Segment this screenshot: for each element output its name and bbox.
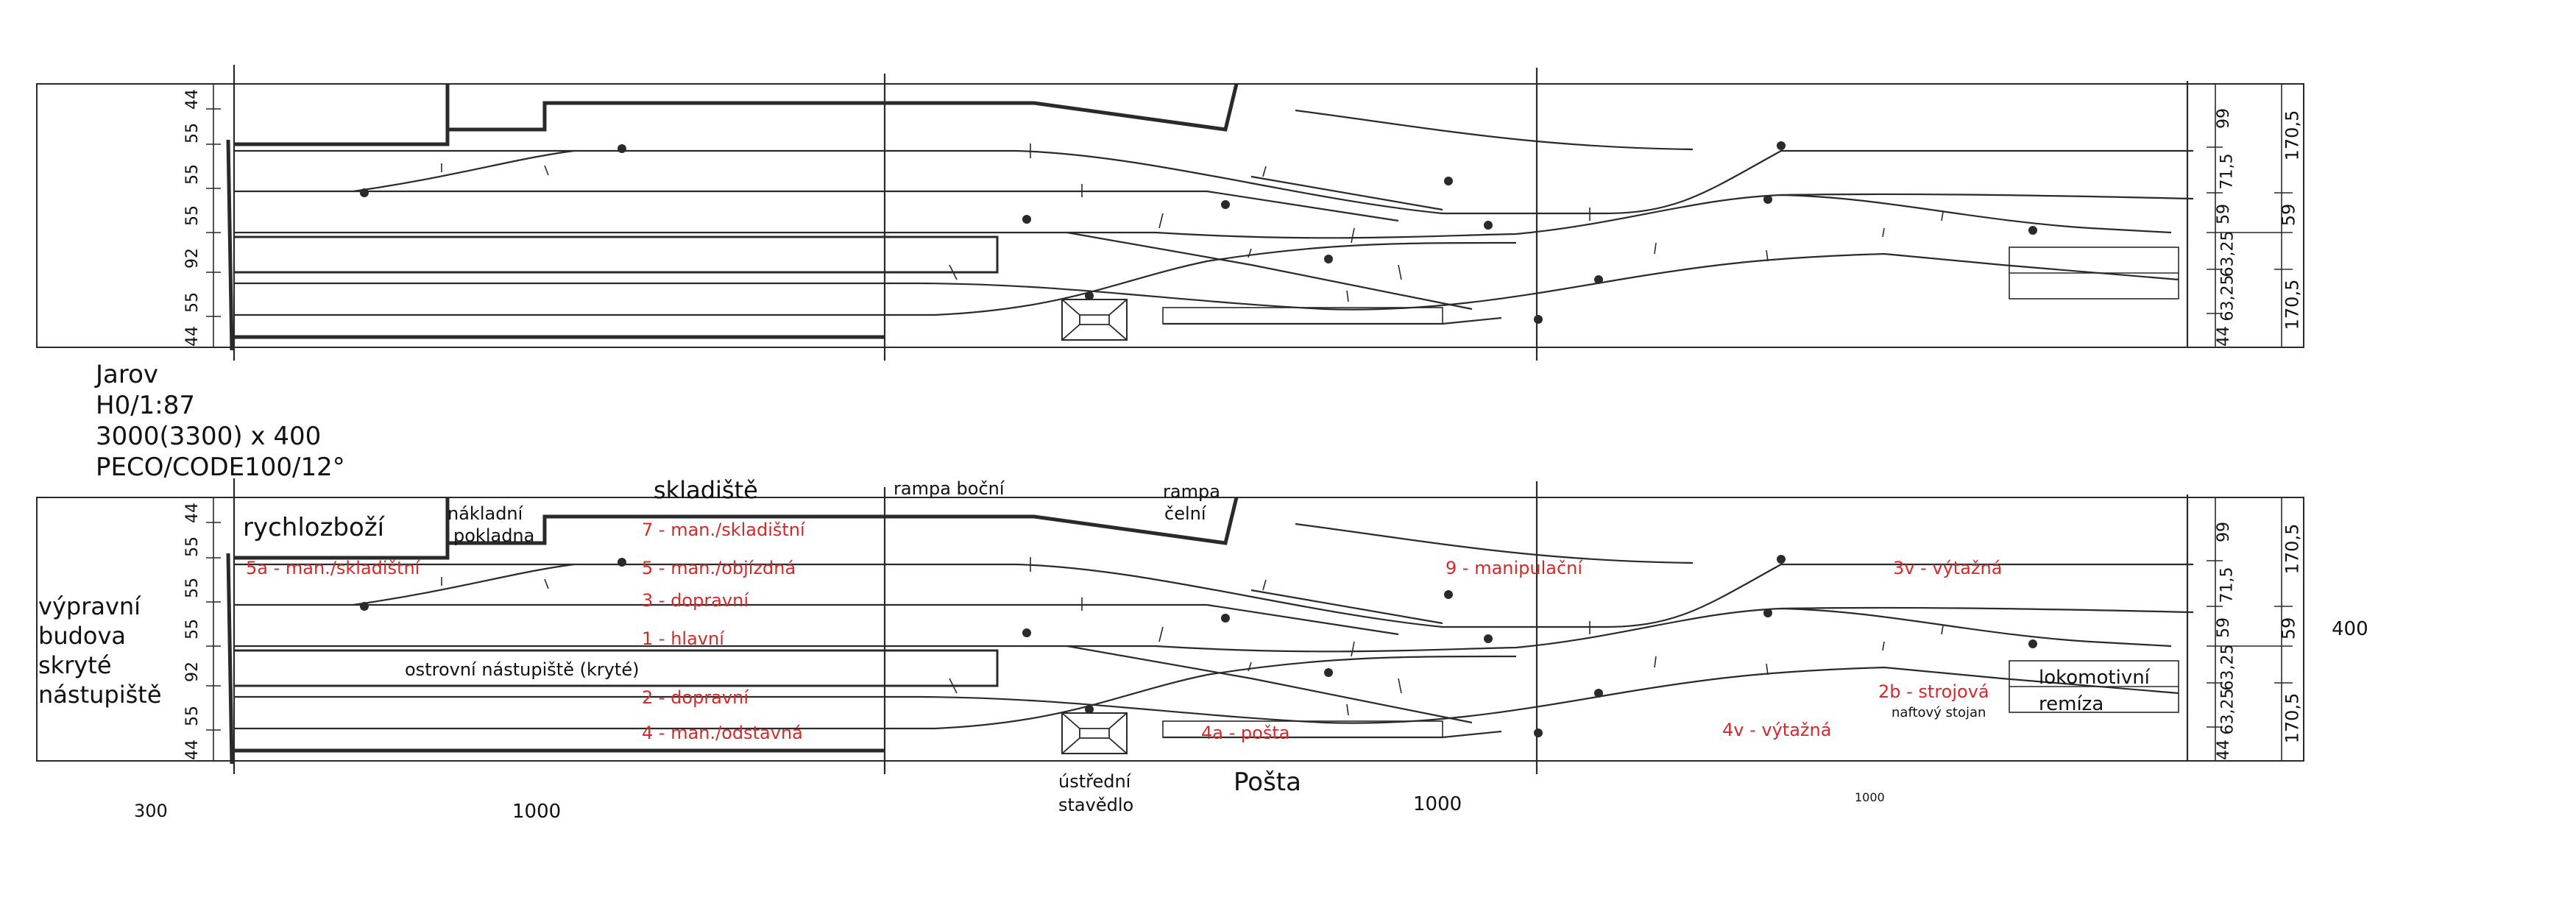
- track-label-3v: 3v - výtažná: [1893, 558, 2003, 578]
- dim-right-2-b: 71,5: [2218, 567, 2237, 603]
- end-ramp-line-1: rampa: [1163, 481, 1220, 502]
- plan-track-system: PECO/CODE100/12°: [96, 453, 345, 482]
- dim-right-3: 59: [2215, 204, 2233, 224]
- track-label-4: 4 - man./odstavná: [642, 723, 803, 743]
- fuel-stand-label: naftový stojan: [1892, 705, 1986, 720]
- plan-size: 3000(3300) x 400: [96, 422, 322, 451]
- dim-left-3-b: 55: [183, 578, 202, 598]
- dim-right-4: 63,25: [2218, 230, 2237, 277]
- dim-right-total-1-b: 170,5: [2282, 523, 2303, 575]
- dim-left-3: 55: [183, 164, 202, 185]
- track-label-7: 7 - man./skladištní: [642, 520, 805, 540]
- post-office-label: Pošta: [1234, 768, 1301, 797]
- signal-box-line-1: ústřední: [1058, 771, 1131, 792]
- dim-right-1-b: 99: [2215, 522, 2233, 542]
- board-width: 400: [2332, 618, 2368, 640]
- express-goods-label: rychlozboží: [243, 513, 385, 542]
- dim-right-6: 44: [2215, 326, 2233, 347]
- length-1000-c: 1000: [1855, 790, 1885, 804]
- station-building-line-4: nástupiště: [38, 681, 162, 709]
- warehouse-label: skladiště: [654, 476, 758, 504]
- dim-left-1-b: 44: [183, 503, 202, 523]
- dim-left-6-b: 55: [183, 706, 202, 726]
- dim-right-1: 99: [2215, 108, 2233, 129]
- dim-left-1: 44: [183, 89, 202, 110]
- dim-right-total-2-b: 59: [2278, 617, 2299, 640]
- dim-right-4-b: 63,25: [2218, 644, 2237, 691]
- dim-left-6: 55: [183, 292, 202, 313]
- island-platform-label: ostrovní nástupiště (kryté): [405, 659, 640, 680]
- end-ramp-line-2: čelní: [1164, 503, 1206, 524]
- dim-right-total-3-b: 170,5: [2282, 692, 2303, 744]
- plan-name: Jarov: [96, 360, 159, 389]
- dim-right-total-1: 170,5: [2282, 110, 2303, 161]
- track-label-3: 3 - dopravní: [642, 590, 749, 611]
- length-300: 300: [134, 801, 168, 821]
- dim-right-3-b: 59: [2215, 617, 2233, 638]
- track-label-5: 5 - man./objízdná: [642, 558, 796, 578]
- dim-left-2-b: 55: [183, 536, 202, 557]
- dim-left-5-b: 92: [183, 662, 202, 682]
- track-label-5a: 5a - man./skladištní: [246, 558, 420, 578]
- dim-right-total-3: 170,5: [2282, 279, 2303, 330]
- plan-scale: H0/1:87: [96, 391, 196, 420]
- track-label-1: 1 - hlavní: [642, 628, 724, 649]
- track-label-2b: 2b - strojová: [1878, 681, 1989, 702]
- dim-right-5-b: 63,25: [2218, 688, 2237, 735]
- dim-right-total-2: 59: [2278, 203, 2299, 227]
- dim-left-7: 44: [183, 326, 202, 347]
- track-label-9: 9 - manipulační: [1446, 558, 1583, 578]
- length-1000-b: 1000: [1413, 793, 1462, 815]
- loco-shed-line-1: lokomotivní: [2039, 667, 2150, 689]
- station-building-line-2: budova: [38, 622, 127, 650]
- loco-shed-line-2: remíza: [2039, 693, 2104, 715]
- freight-office-line-2: pokladna: [453, 525, 535, 546]
- track-label-4a: 4a - pošta: [1201, 723, 1290, 743]
- track-label-2: 2 - dopravní: [642, 687, 749, 708]
- length-1000-a: 1000: [512, 801, 562, 823]
- side-ramp-label: rampa boční: [894, 478, 1005, 499]
- dim-right-2: 71,5: [2218, 153, 2237, 190]
- dim-left-5: 92: [183, 248, 202, 269]
- dim-right-5: 63,25: [2218, 274, 2237, 322]
- dim-left-4-b: 55: [183, 619, 202, 639]
- top-plan: [37, 65, 2304, 361]
- freight-office-line-1: nákladní: [447, 503, 523, 524]
- track-label-4v: 4v - výtažná: [1722, 720, 1832, 740]
- dim-left-2: 55: [183, 123, 202, 143]
- dim-left-7-b: 44: [183, 740, 202, 760]
- signal-box-line-2: stavědlo: [1058, 795, 1134, 815]
- dim-left-4: 55: [183, 205, 202, 226]
- dim-right-6-b: 44: [2215, 740, 2233, 760]
- station-building-line-3: skryté: [38, 651, 112, 679]
- station-building-line-1: výpravní: [38, 592, 141, 620]
